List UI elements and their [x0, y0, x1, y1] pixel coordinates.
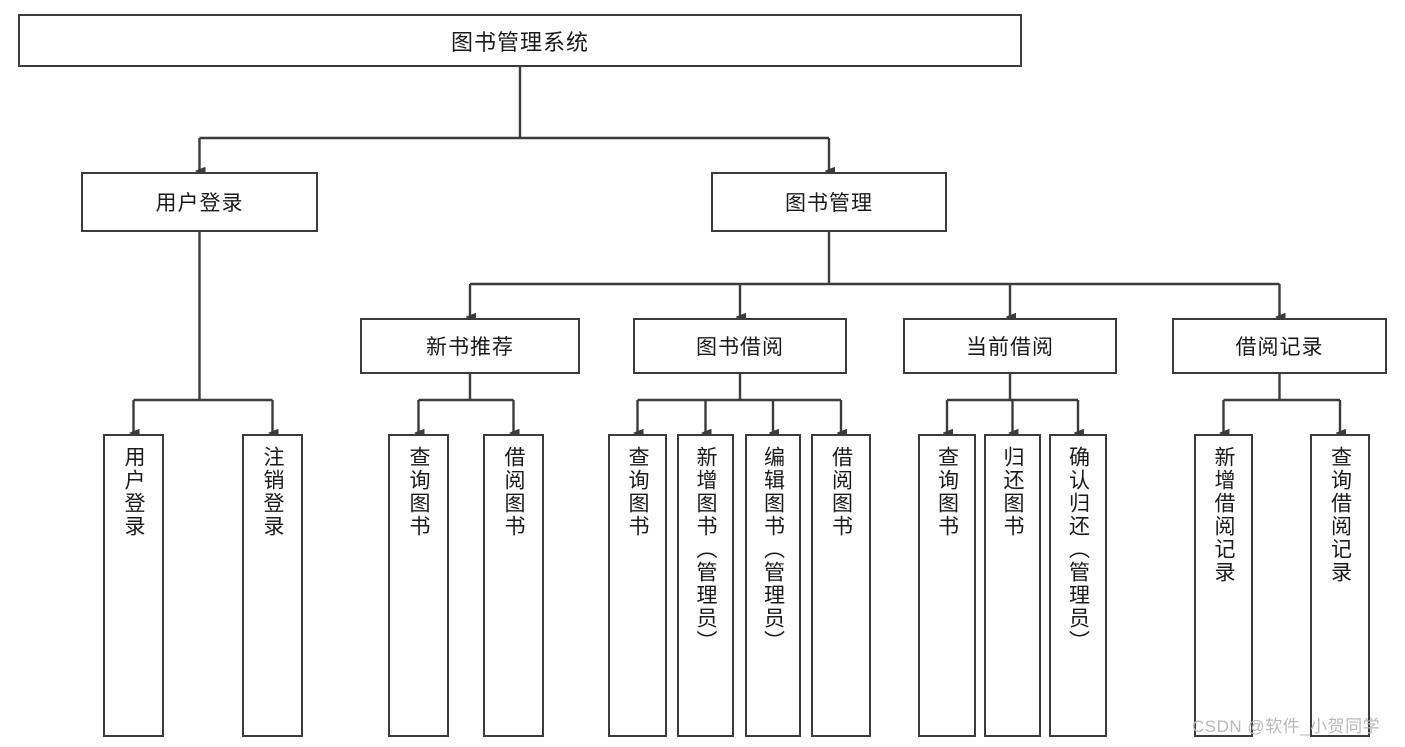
node-label: 图书管理	[785, 192, 873, 215]
node-label: 查询图书	[626, 446, 649, 538]
node-label: 借阅图书	[829, 446, 853, 538]
node-label: 确认归还（管理员）	[1066, 446, 1090, 653]
leaf-query-book-borrow[interactable]: 查询图书	[608, 434, 667, 737]
leaf-edit-book-admin[interactable]: 编辑图书（管理员）	[745, 434, 801, 737]
node-label: 查询图书	[935, 446, 959, 538]
node-new-book-recommend[interactable]: 新书推荐	[360, 318, 580, 374]
leaf-confirm-return-admin[interactable]: 确认归还（管理员）	[1049, 434, 1107, 737]
leaf-borrow-book[interactable]: 借阅图书	[811, 434, 871, 737]
node-label: 归还图书	[1001, 446, 1024, 538]
leaf-logout[interactable]: 注销登录	[242, 434, 303, 737]
node-label: 图书管理系统	[450, 29, 589, 55]
node-book-management[interactable]: 图书管理	[711, 172, 947, 232]
node-label: 查询图书	[407, 446, 430, 538]
leaf-query-book-current[interactable]: 查询图书	[918, 434, 976, 737]
node-root[interactable]: 图书管理系统	[18, 14, 1022, 67]
leaf-query-borrow-record[interactable]: 查询借阅记录	[1310, 434, 1370, 737]
node-borrow-record[interactable]: 借阅记录	[1172, 318, 1387, 374]
leaf-add-book-admin[interactable]: 新增图书（管理员）	[677, 434, 734, 737]
node-label: 注销登录	[261, 446, 284, 538]
leaf-return-book[interactable]: 归还图书	[984, 434, 1041, 737]
node-current-borrow[interactable]: 当前借阅	[903, 318, 1117, 374]
node-label: 用户登录	[122, 446, 145, 538]
node-label: 当前借阅	[966, 336, 1054, 359]
node-label: 编辑图书（管理员）	[761, 446, 785, 653]
node-user-login[interactable]: 用户登录	[81, 172, 318, 232]
node-label: 查询借阅记录	[1328, 446, 1352, 584]
node-label: 新增借阅记录	[1212, 446, 1235, 584]
leaf-borrow-book-recommend[interactable]: 借阅图书	[483, 434, 544, 737]
leaf-user-login[interactable]: 用户登录	[103, 434, 164, 737]
node-label: 新增图书（管理员）	[694, 446, 717, 653]
watermark: CSDN @软件_小贺同学	[1192, 717, 1381, 736]
node-label: 用户登录	[155, 192, 244, 215]
node-label: 借阅图书	[502, 446, 525, 538]
leaf-add-borrow-record[interactable]: 新增借阅记录	[1194, 434, 1253, 737]
node-label: 新书推荐	[426, 336, 514, 359]
leaf-query-book-recommend[interactable]: 查询图书	[388, 434, 449, 737]
node-label: 借阅记录	[1235, 336, 1324, 359]
node-label: 图书借阅	[696, 336, 784, 359]
node-book-borrow[interactable]: 图书借阅	[633, 318, 847, 374]
